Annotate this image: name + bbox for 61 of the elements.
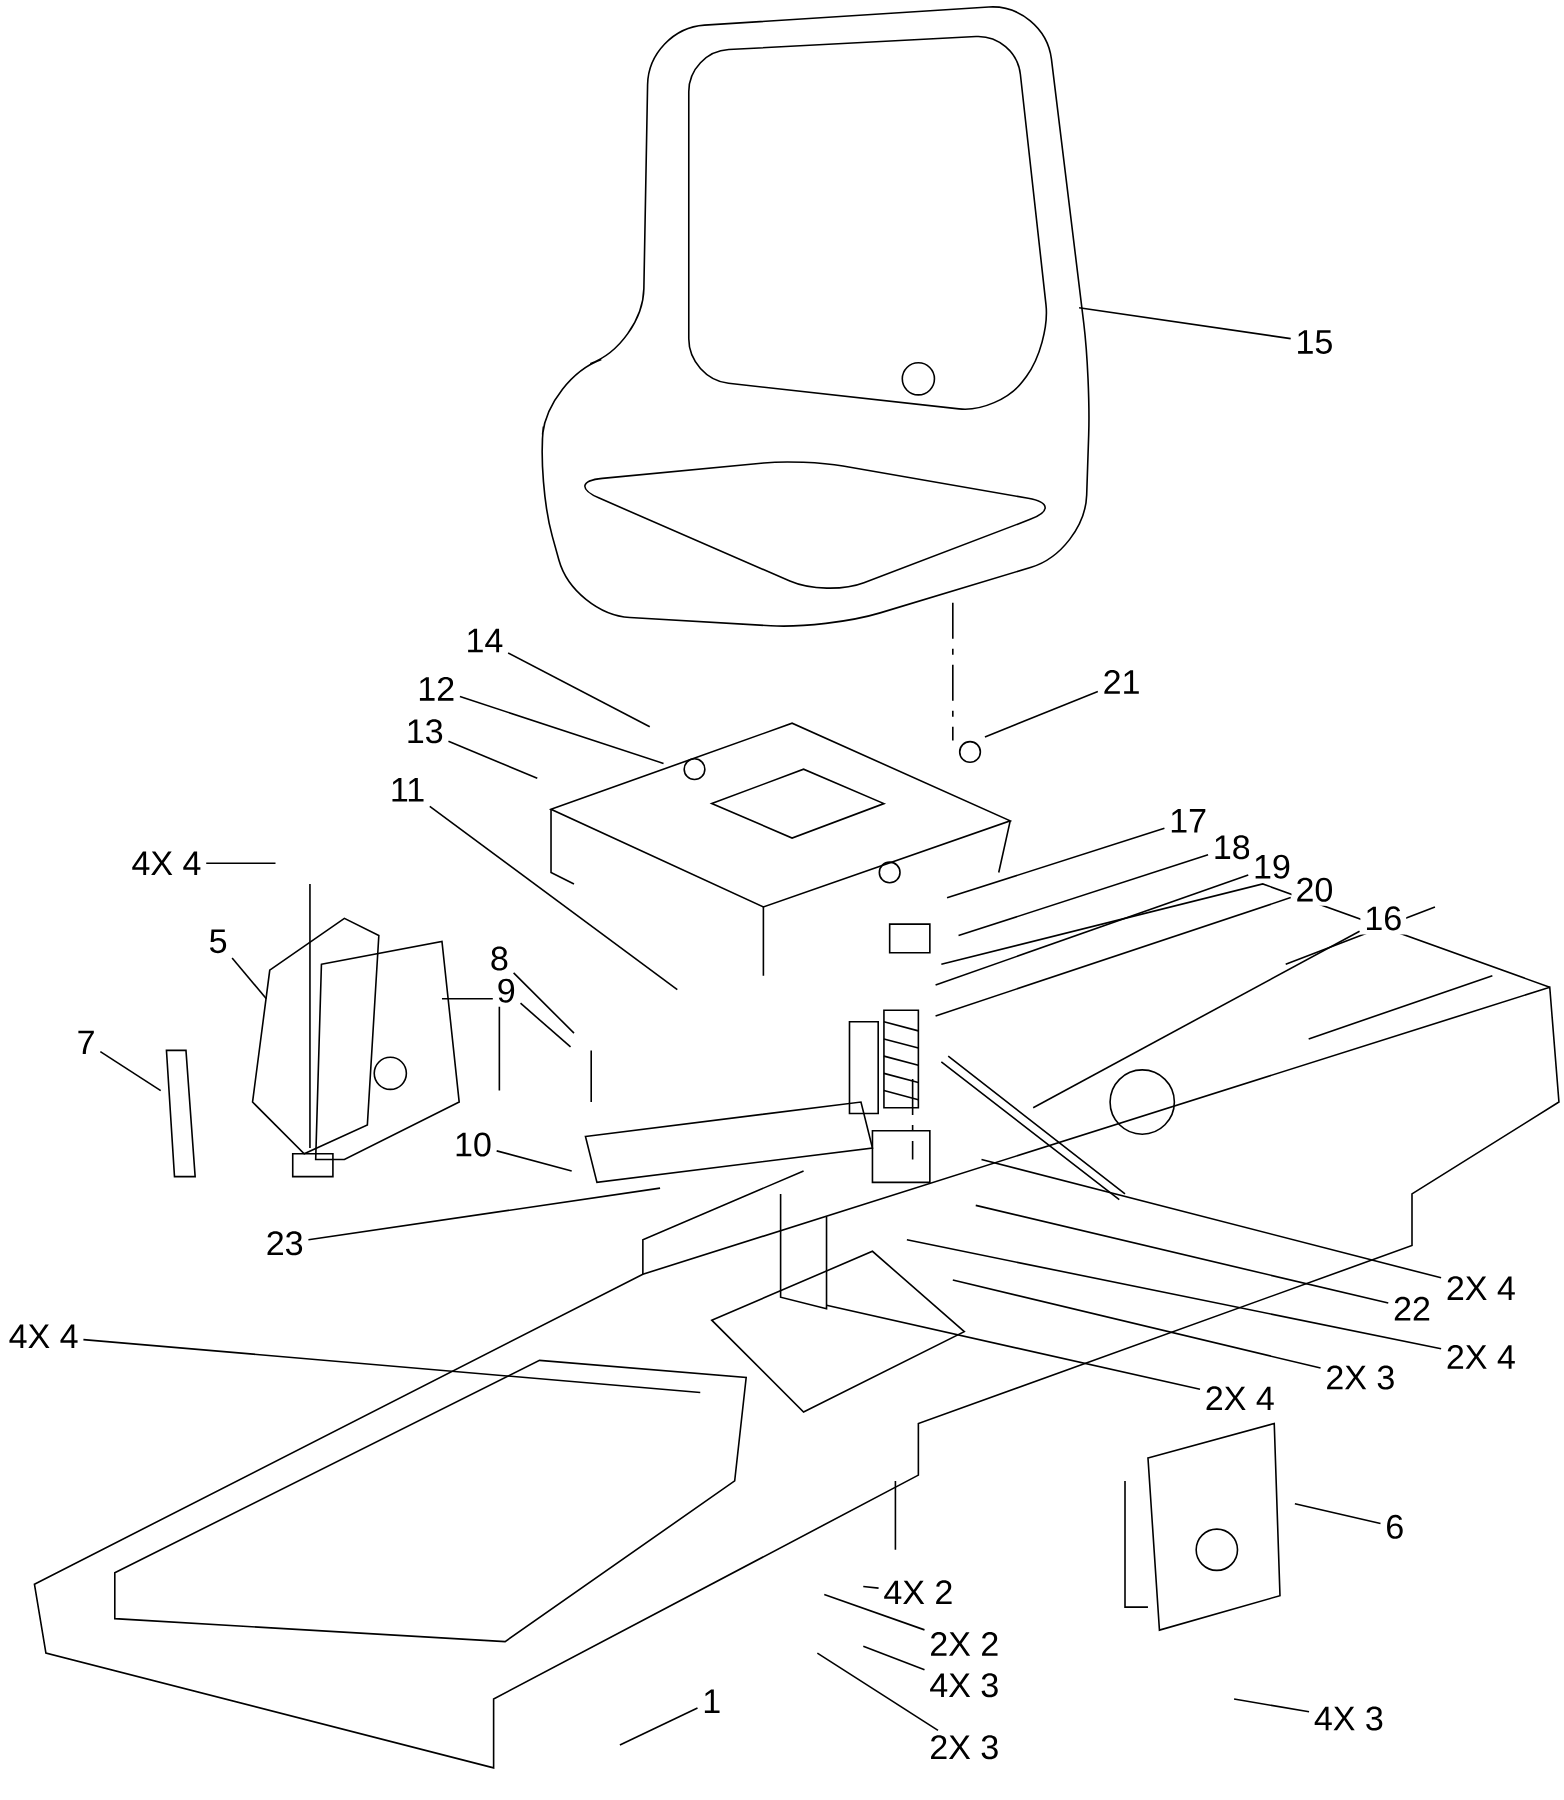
callout-number: 21 <box>1098 666 1145 698</box>
callout-number: 2X 4 <box>1442 1341 1521 1373</box>
leader-line <box>862 1645 926 1671</box>
callout-number: 12 <box>413 672 460 705</box>
callout-number: 22 <box>1389 1292 1436 1325</box>
callout-number: 14 <box>461 624 508 657</box>
leader-line <box>816 1652 940 1732</box>
leader-line <box>496 1150 573 1172</box>
callout-number: 4X 4 <box>4 1320 83 1352</box>
callout-number: 16 <box>1360 902 1407 935</box>
leader-line <box>935 874 1250 986</box>
callout-number: 6 <box>1381 1510 1409 1543</box>
callout-number: 8 <box>486 942 514 975</box>
callout-number: 4X 3 <box>925 1669 1004 1702</box>
leader-line <box>935 896 1292 1017</box>
callout-number: 20 <box>1291 873 1338 906</box>
callout-number: 2X 2 <box>925 1628 1004 1660</box>
callout-number: 19 <box>1249 850 1296 883</box>
leader-line <box>519 1002 572 1048</box>
callout-number: 9 <box>493 974 520 1007</box>
leader-line <box>205 862 277 865</box>
callout-number: 17 <box>1165 805 1212 837</box>
callout-number: 1 <box>698 1685 726 1717</box>
leader-line <box>459 695 665 765</box>
leader-line <box>447 740 539 780</box>
leader-line <box>231 957 268 1000</box>
callout-number: 5 <box>204 925 232 958</box>
leader-line <box>307 1187 662 1241</box>
leader-line <box>975 1204 1390 1304</box>
callout-number: 2X 4 <box>1201 1382 1279 1415</box>
callout-number: 2X 3 <box>1321 1361 1400 1394</box>
callout-number: 2X 4 <box>1442 1272 1521 1304</box>
leader-line <box>507 652 651 728</box>
leader-line <box>82 1338 702 1394</box>
callout-number: 4X 3 <box>1310 1702 1389 1735</box>
callout-number: 13 <box>402 715 448 748</box>
callout-number: 23 <box>262 1227 308 1260</box>
leader-line <box>429 805 679 991</box>
leader-line <box>906 1239 1443 1350</box>
leader-line <box>958 854 1210 937</box>
leader-line <box>1078 306 1292 340</box>
leader-line <box>1032 930 1361 1109</box>
leader-line <box>619 1707 699 1746</box>
leader-line <box>513 972 575 1034</box>
leader-line <box>946 827 1166 899</box>
leader-line <box>1233 1698 1311 1713</box>
callout-number: 4X 4 <box>127 847 206 879</box>
callout-number: 4X 2 <box>879 1576 958 1609</box>
callout-number: 2X 3 <box>925 1731 1004 1764</box>
leader-line <box>825 1304 1202 1391</box>
leader-line <box>862 1585 880 1589</box>
leader-line <box>1294 1503 1382 1525</box>
leader-line <box>952 1279 1322 1369</box>
callout-number: 10 <box>450 1128 497 1161</box>
callout-number: 7 <box>72 1026 100 1059</box>
leader-line <box>99 1050 162 1092</box>
leader-line <box>980 1158 1443 1279</box>
leader-line <box>823 1593 926 1631</box>
callout-number: 11 <box>386 774 430 806</box>
callout-number: 15 <box>1291 326 1338 358</box>
leader-line <box>984 690 1099 738</box>
